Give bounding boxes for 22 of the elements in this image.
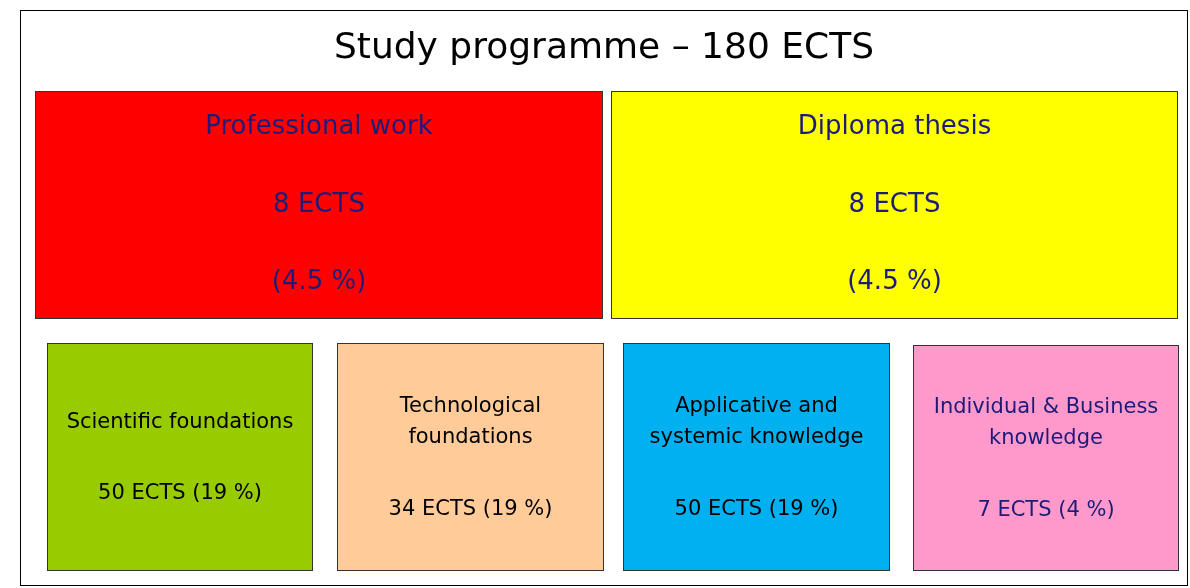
category-box xyxy=(913,345,1179,571)
box-heading: Professional work xyxy=(205,109,433,142)
box-heading: Scientific foundations xyxy=(66,407,294,435)
credit-label: (4.5 %) xyxy=(847,264,942,297)
credit-label: 50 ECTS (19 %) xyxy=(98,479,262,506)
category-box xyxy=(623,343,890,571)
credit-label: 50 ECTS (19 %) xyxy=(674,494,839,522)
credit-label: 8 ECTS xyxy=(848,186,941,220)
programme-frame xyxy=(20,10,1188,586)
box-heading: Technological foundations xyxy=(398,391,543,451)
category-box xyxy=(337,343,604,571)
box-heading: Applicative and systemic knowledge xyxy=(648,391,865,451)
category-box xyxy=(47,343,313,571)
box-heading: Individual & Business knowledge xyxy=(932,392,1160,452)
credit-label: 34 ECTS (19 %) xyxy=(388,494,553,522)
frame-title: Study programme – 180 ECTS xyxy=(332,25,875,66)
credit-label: (4.5 %) xyxy=(271,264,367,297)
credit-label: 8 ECTS xyxy=(273,186,365,220)
category-box xyxy=(611,91,1178,319)
category-box xyxy=(35,91,603,319)
credit-label: 7 ECTS (4 %) xyxy=(977,495,1115,523)
box-heading: Diploma thesis xyxy=(797,109,992,142)
